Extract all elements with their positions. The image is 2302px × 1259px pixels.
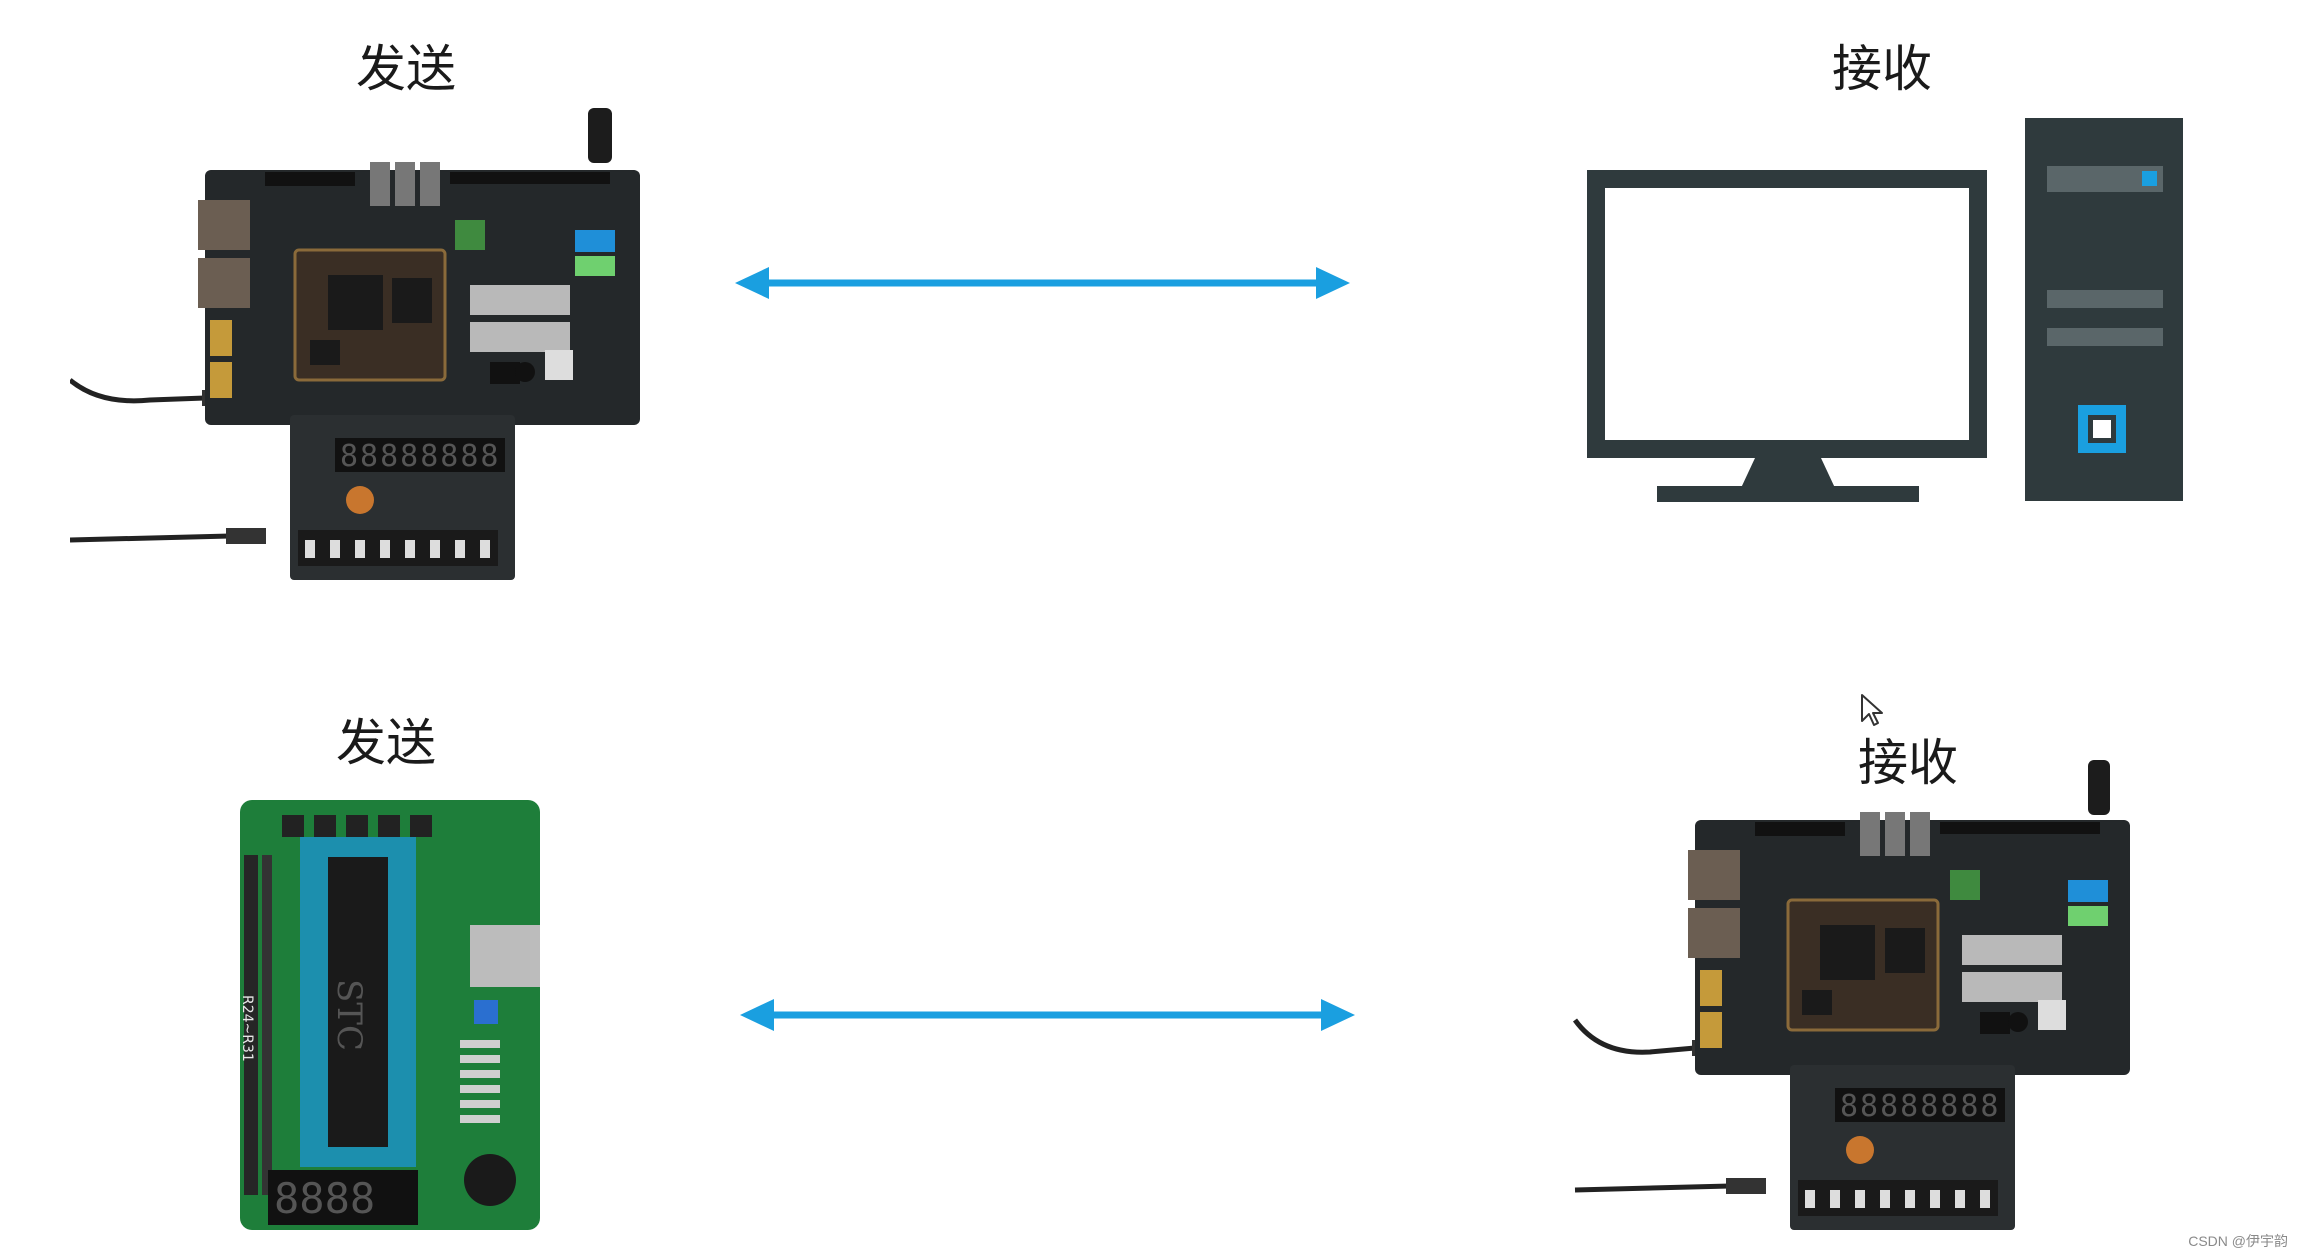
send-label-bottom: 发送 [336,714,436,772]
send-label-top: 发送 [356,40,456,98]
fpga-board-bottom: 88888888 [1572,760,2130,1230]
mcu-board: STC R24~R31 8888 [239,800,540,1230]
svg-text:88888888: 88888888 [340,439,501,474]
computer [1587,118,2183,502]
receive-label-top: 接收 [1832,40,1932,98]
double-arrow-icon [735,267,1350,299]
mcu-chip-text: STC [329,979,369,1051]
mcu-side-text: R24~R31 [239,995,255,1062]
svg-text:88888888: 88888888 [1840,1089,2001,1124]
cursor-icon [1861,694,1883,726]
watermark: CSDN @伊宇韵 [2188,1233,2288,1249]
svg-text:8888: 8888 [274,1174,375,1223]
receive-label-bottom: 接收 [1858,734,1958,792]
pc-tower-icon [2025,118,2183,501]
monitor-icon [1587,170,1987,502]
double-arrow-icon [740,999,1355,1031]
fpga-board-top: 88888888 [70,108,640,580]
